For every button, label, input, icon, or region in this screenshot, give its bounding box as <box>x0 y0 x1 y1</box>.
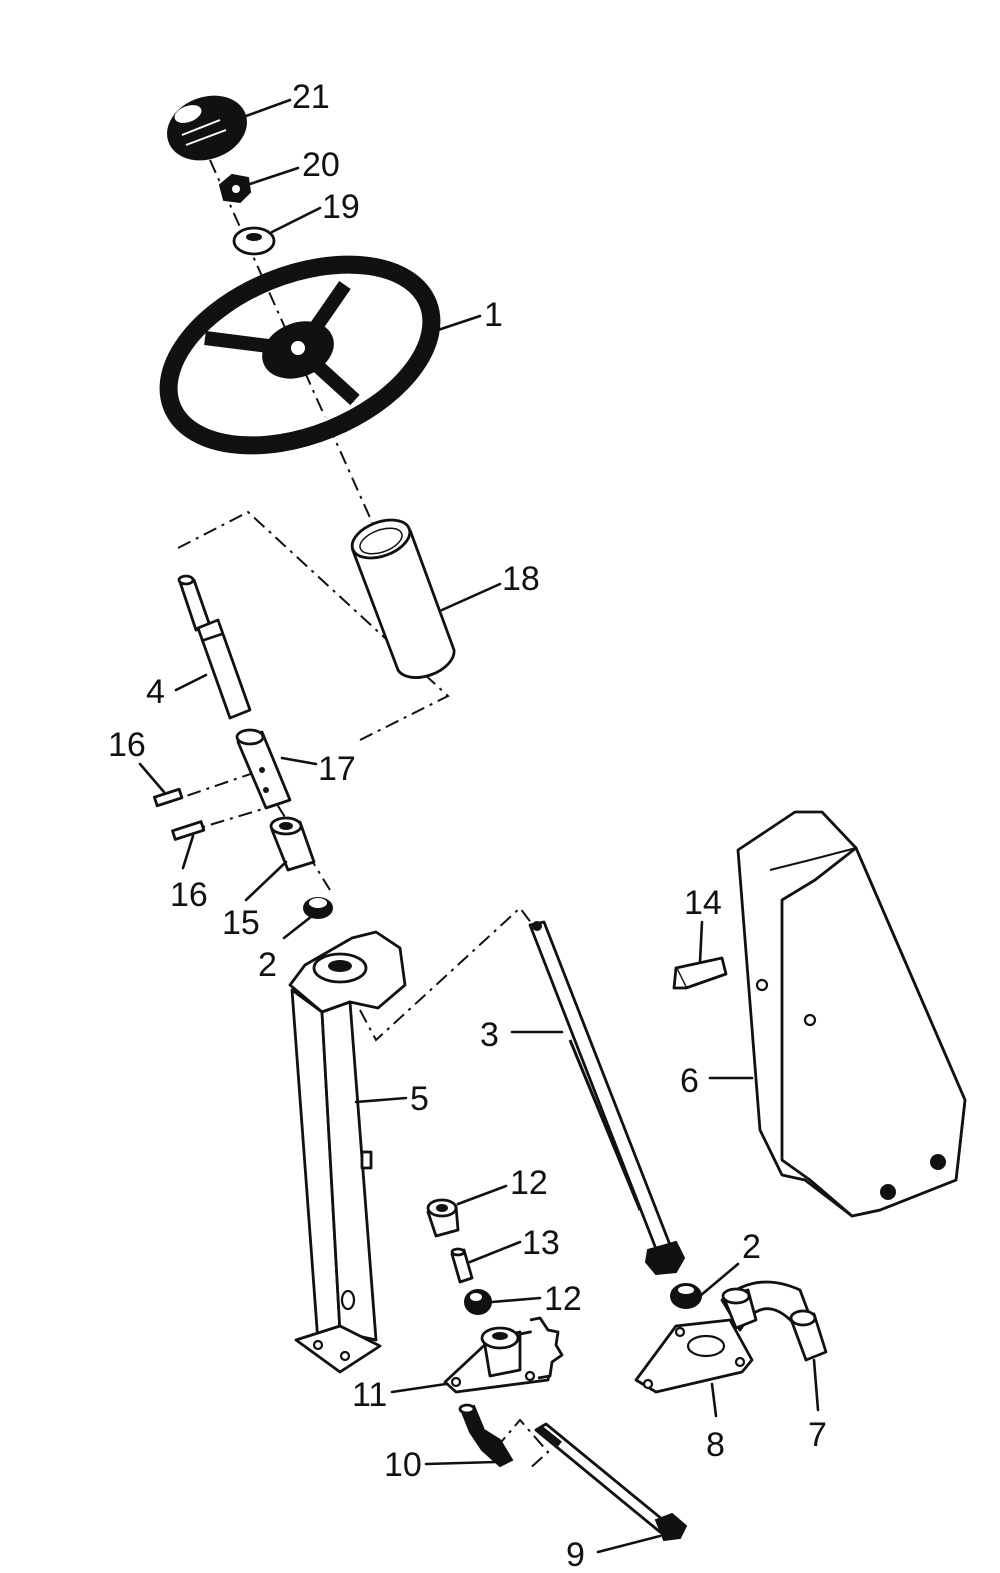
callout-18: 18 <box>502 560 540 598</box>
part-2-bushing-lower <box>670 1283 702 1309</box>
callout-19: 19 <box>322 188 360 226</box>
callout-20: 20 <box>302 146 340 184</box>
callout-labels: 21 20 19 1 18 4 16 17 16 15 2 5 3 14 6 1… <box>108 78 827 1573</box>
part-13-pin <box>450 1247 474 1284</box>
callout-10: 10 <box>384 1446 422 1484</box>
part-18-sleeve-tube <box>350 518 456 679</box>
part-5-column-bracket <box>288 930 407 1374</box>
callout-2-upper: 2 <box>258 946 277 984</box>
callout-13: 13 <box>522 1224 560 1262</box>
callout-17: 17 <box>318 750 356 788</box>
part-16-pins <box>153 787 206 841</box>
callout-21: 21 <box>292 78 330 116</box>
callout-6: 6 <box>680 1062 699 1100</box>
part-21-steering-cap <box>167 95 247 161</box>
callout-3: 3 <box>480 1016 499 1054</box>
part-19-washer <box>232 226 276 256</box>
callout-1: 1 <box>484 296 503 334</box>
part-4-steering-shaft <box>177 574 252 720</box>
part-17-coupler <box>235 728 292 810</box>
part-1-steering-wheel <box>159 255 441 455</box>
callout-16-bottom: 16 <box>170 876 208 914</box>
part-20-nut <box>218 173 252 204</box>
part-15-bushing <box>269 816 316 872</box>
callout-9: 9 <box>566 1536 585 1568</box>
callout-7: 7 <box>808 1416 827 1454</box>
callout-2-lower: 2 <box>742 1228 761 1266</box>
part-8-mounting-plate <box>634 1318 754 1394</box>
part-10-fitting <box>458 1403 514 1468</box>
part-11-gear-plate <box>443 1316 564 1394</box>
callout-5: 5 <box>410 1080 429 1118</box>
leader-lines <box>138 98 820 1554</box>
part-12-bushing-bottom <box>464 1289 492 1315</box>
callout-15: 15 <box>222 904 260 942</box>
part-12-bushing-top <box>426 1198 460 1238</box>
part-2-bushing-upper <box>303 897 333 919</box>
callout-14: 14 <box>684 884 722 922</box>
part-14-clip <box>672 956 728 990</box>
part-6-cover-panel <box>736 810 967 1218</box>
callout-16-top: 16 <box>108 726 146 764</box>
callout-12-bottom: 12 <box>544 1280 582 1318</box>
part-3-steering-rod <box>528 920 686 1276</box>
callout-4: 4 <box>146 673 165 711</box>
part-9-lower-shaft <box>534 1422 688 1542</box>
callout-11: 11 <box>352 1376 387 1414</box>
callout-8: 8 <box>706 1426 725 1464</box>
callout-12-top: 12 <box>510 1164 548 1202</box>
part-7-bent-arm <box>720 1280 828 1362</box>
